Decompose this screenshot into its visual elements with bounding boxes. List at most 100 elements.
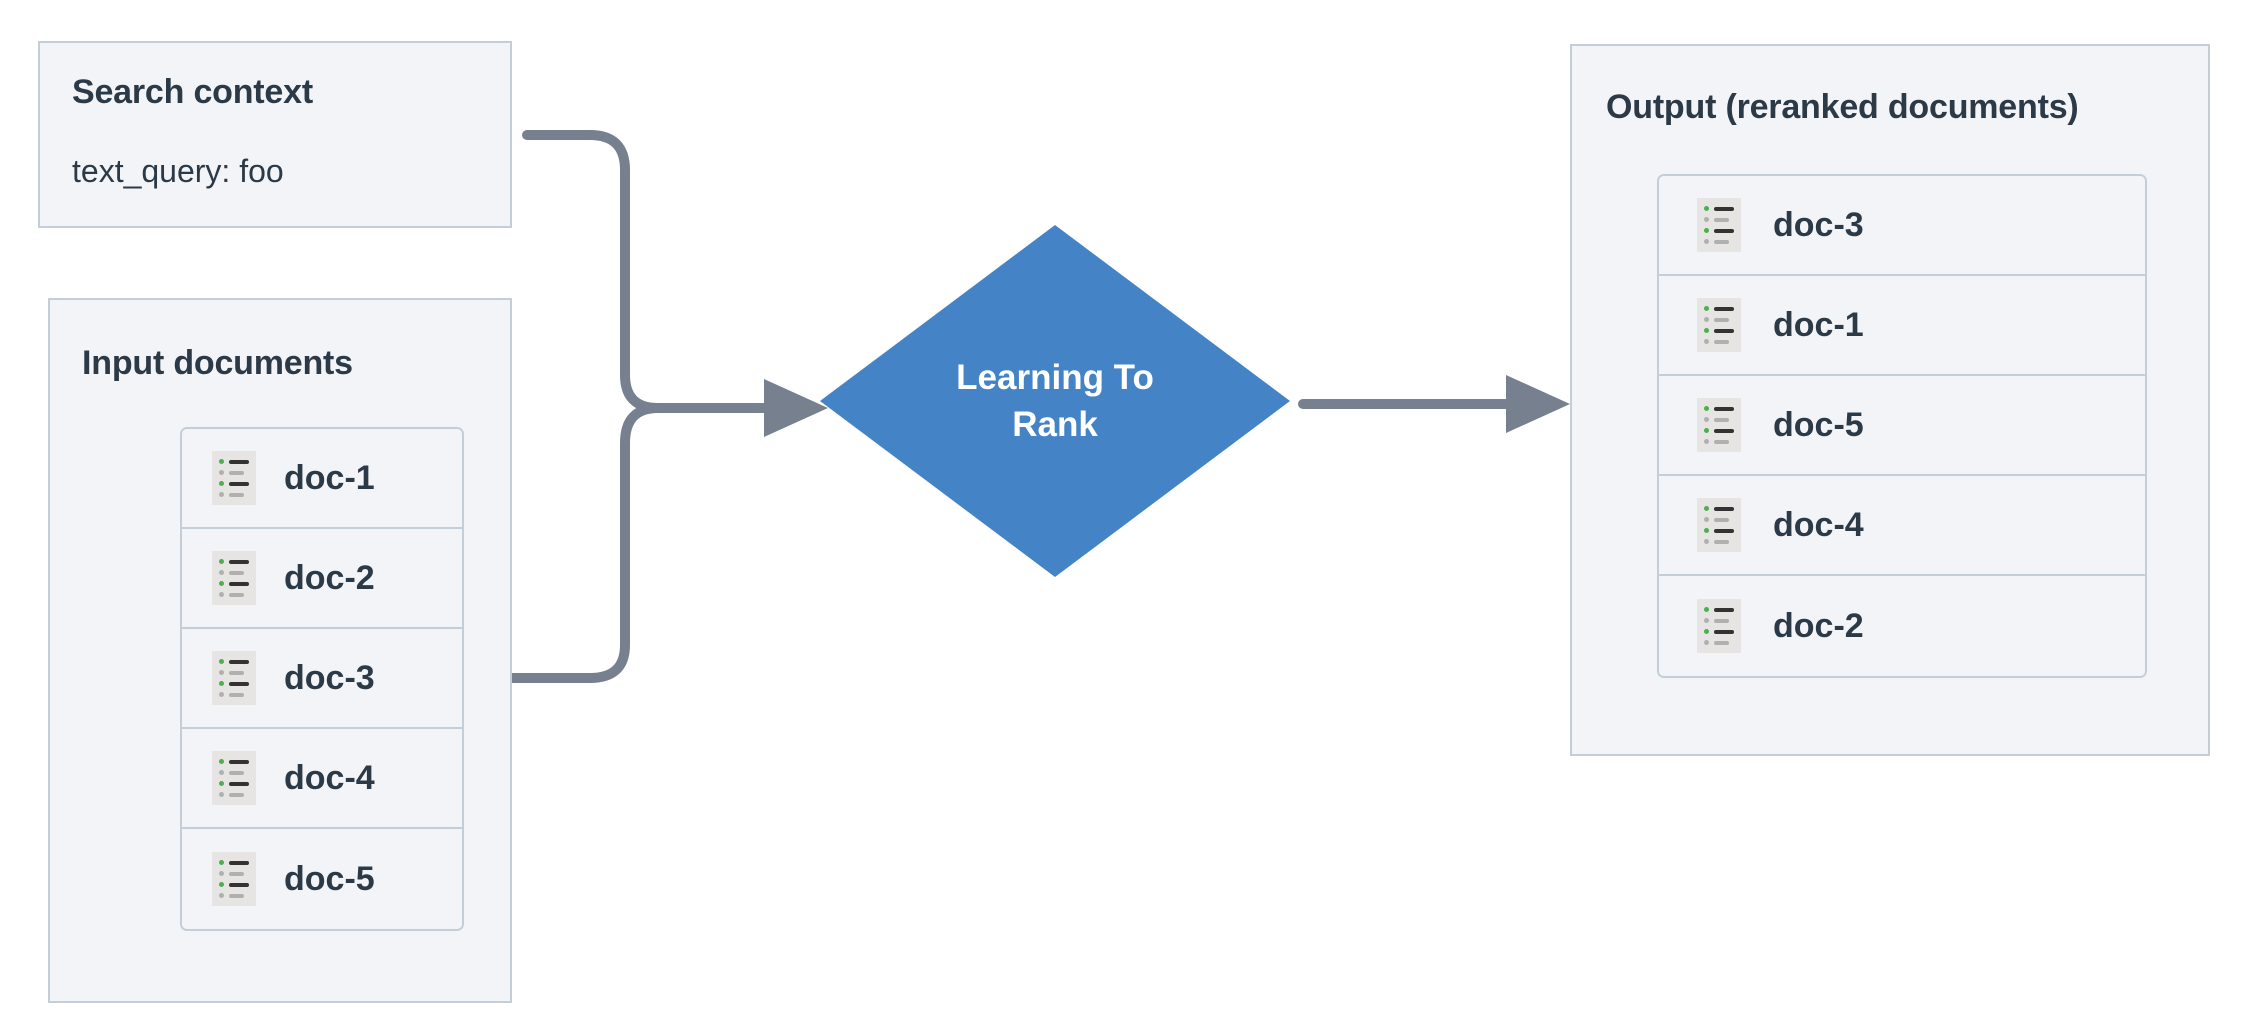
document-list-icon-bullet [219,470,224,475]
document-list-icon-bar [229,470,244,475]
document-list-icon-bar [229,592,244,597]
document-list-icon-row [219,681,249,686]
document-list-icon [212,852,256,906]
search-context-panel: Search context text_query: foo [38,41,512,228]
document-list-icon-row [219,882,249,887]
document-list-icon-bullet [1704,217,1709,222]
document-row[interactable]: doc-2 [1659,576,2145,676]
document-list-icon-bullet [1704,439,1709,444]
document-list-icon [1697,599,1741,653]
document-list-icon-bar [1714,528,1734,533]
document-row[interactable]: doc-4 [182,729,462,829]
document-list-icon-bar [1714,539,1729,544]
document-list-icon-row [219,581,249,586]
document-list-icon-row [219,759,249,764]
document-row[interactable]: doc-4 [1659,476,2145,576]
document-list-icon [212,751,256,805]
document-list-icon-bullet [219,860,224,865]
document-list-icon-bar [1714,217,1729,222]
document-list-icon-bar [229,670,244,675]
document-list-icon-row [219,570,249,575]
document-list-icon-bar [229,659,249,664]
document-list-icon-row [1704,539,1734,544]
document-list-icon-bar [1714,228,1734,233]
document-label: doc-5 [1773,405,1864,444]
document-list-icon-bullet [1704,417,1709,422]
document-list-icon-row [219,871,249,876]
document-list-icon-bar [229,459,249,464]
document-list-icon-bar [1714,439,1729,444]
document-row[interactable]: doc-3 [1659,176,2145,276]
document-list-icon-bullet [219,759,224,764]
document-list-icon-bullet [1704,317,1709,322]
document-row[interactable]: doc-5 [1659,376,2145,476]
document-list-icon-bullet [1704,406,1709,411]
document-row[interactable]: doc-5 [182,829,462,929]
document-list-icon-bullet [219,670,224,675]
document-list-icon-row [219,770,249,775]
document-list-icon [1697,498,1741,552]
document-list-icon-bar [229,792,244,797]
document-list-icon-bar [1714,328,1734,333]
search-context-query: text_query: foo [72,153,284,189]
document-row[interactable]: doc-1 [182,429,462,529]
document-list-icon-bullet [219,659,224,664]
learning-to-rank-node[interactable]: Learning To Rank [820,225,1290,577]
document-list-icon-row [219,692,249,697]
document-list-icon-bullet [219,459,224,464]
document-list-icon-row [1704,306,1734,311]
document-list-icon-row [1704,439,1734,444]
document-list-icon-bar [1714,239,1729,244]
document-label: doc-3 [1773,205,1864,244]
document-row[interactable]: doc-3 [182,629,462,729]
document-list-icon-row [1704,517,1734,522]
document-list-icon-row [219,792,249,797]
search-context-title: Search context [72,73,313,111]
document-list-icon [1697,298,1741,352]
document-list-icon-bullet [1704,607,1709,612]
document-list-icon-bullet [1704,640,1709,645]
output-title: Output (reranked documents) [1606,88,2079,126]
document-list-icon-bar [229,559,249,564]
document-list-icon-bar [1714,506,1734,511]
document-list-icon-row [219,670,249,675]
document-list-icon-row [1704,228,1734,233]
document-list-icon-bar [1714,206,1734,211]
document-list-icon [212,551,256,605]
document-list-icon-bullet [219,581,224,586]
document-row[interactable]: doc-1 [1659,276,2145,376]
document-list-icon-row [219,659,249,664]
document-list-icon-bullet [1704,539,1709,544]
document-list-icon-bullet [1704,618,1709,623]
document-list-icon-row [219,559,249,564]
document-list-icon [212,651,256,705]
edge-search-context-to-model [522,130,735,413]
document-list-icon-bar [229,882,249,887]
document-list-icon-bar [229,481,249,486]
document-list-icon-row [219,470,249,475]
document-list-icon-bullet [219,570,224,575]
document-list-icon-bar [1714,306,1734,311]
document-list-icon-row [219,492,249,497]
document-list-icon-bullet [1704,428,1709,433]
document-list-icon-bullet [1704,206,1709,211]
document-list-icon-bullet [1704,629,1709,634]
document-list-icon-bar [229,860,249,865]
document-list-icon-bar [1714,629,1734,634]
document-list-icon-bar [1714,618,1729,623]
document-list-icon-bullet [1704,228,1709,233]
document-list-icon-row [1704,428,1734,433]
document-row[interactable]: doc-2 [182,529,462,629]
document-list-icon-bar [229,492,244,497]
document-label: doc-2 [1773,606,1864,645]
document-list-icon [212,451,256,505]
document-list-icon-row [219,481,249,486]
document-list-icon-row [1704,206,1734,211]
document-list-icon-bullet [219,492,224,497]
document-label: doc-5 [284,859,375,898]
document-list-icon-bar [1714,640,1729,645]
document-list-icon-bullet [219,882,224,887]
document-list-icon-row [219,592,249,597]
